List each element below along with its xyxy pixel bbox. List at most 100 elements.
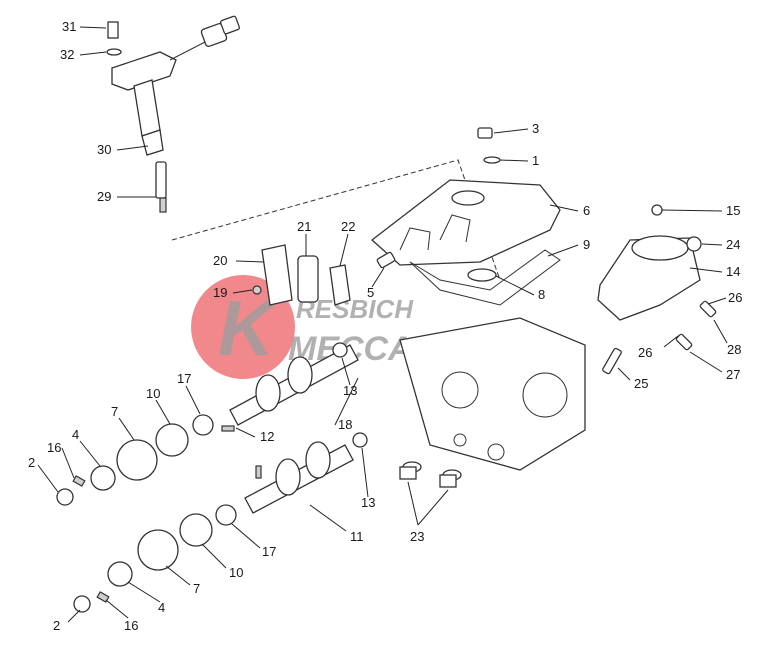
screw-16b <box>96 591 110 603</box>
valve-cover-assembly <box>370 127 561 306</box>
screw-15 <box>651 204 663 216</box>
leader-31 <box>79 26 107 29</box>
callout-3: 3 <box>532 121 539 136</box>
callout-25: 25 <box>634 376 648 391</box>
spark-plug-29 <box>155 161 167 199</box>
leader-19 <box>232 289 253 294</box>
leader-16a <box>61 447 75 479</box>
callout-18: 18 <box>338 417 352 432</box>
gasket-9 <box>409 249 561 306</box>
leader-1 <box>499 159 529 162</box>
intake-manifold-assembly <box>597 204 717 375</box>
callout-2b: 2 <box>53 618 60 633</box>
leader-23a <box>407 481 419 526</box>
leader-26b <box>663 335 679 348</box>
screw-16 <box>72 475 86 487</box>
leader-15 <box>661 209 723 212</box>
upper-camshaft <box>56 342 359 506</box>
leader-4a <box>79 440 101 467</box>
leader-2a <box>37 464 59 493</box>
cam-lobe-3 <box>305 441 331 479</box>
pulley-7b <box>137 529 179 571</box>
leader-7a <box>118 417 135 441</box>
cover-boss <box>451 190 485 206</box>
coil-wire <box>169 41 206 61</box>
nut-2 <box>56 488 74 506</box>
cylinder-head-body <box>399 317 586 471</box>
washer-1 <box>483 156 501 164</box>
callout-labels: 31 32 30 29 3 1 6 9 8 5 21 22 20 19 15 2… <box>28 19 742 633</box>
callout-22: 22 <box>341 219 355 234</box>
screw-19 <box>252 285 262 295</box>
callout-32: 32 <box>60 47 74 62</box>
head-bolt-hole-2 <box>453 433 467 447</box>
coil-connector-plug <box>220 15 240 35</box>
callout-26b: 26 <box>638 345 652 360</box>
callout-7b: 7 <box>193 581 200 596</box>
leader-23b <box>417 489 449 526</box>
leader-12 <box>235 427 256 438</box>
seal-ring-13 <box>332 342 348 358</box>
bearing-17b <box>215 504 237 526</box>
ignition-coil-assembly <box>106 15 240 213</box>
lower-camshaft <box>73 432 368 613</box>
leader-lines <box>37 26 728 623</box>
callout-21: 21 <box>297 219 311 234</box>
leader-5 <box>371 267 385 288</box>
callout-5: 5 <box>367 285 374 300</box>
stud-25 <box>602 347 622 375</box>
leader-7b <box>165 565 191 586</box>
leader-9 <box>547 244 579 257</box>
callout-9: 9 <box>583 237 590 252</box>
leader-4b <box>127 581 161 603</box>
callout-13b: 13 <box>361 495 375 510</box>
bracket-20 <box>261 244 293 306</box>
leader-3 <box>493 128 529 134</box>
callout-7a: 7 <box>111 404 118 419</box>
callout-17a: 17 <box>177 371 191 386</box>
leader-26a <box>707 297 727 305</box>
leader-25 <box>617 367 631 381</box>
leader-18 <box>334 377 359 426</box>
callout-16a: 16 <box>47 440 61 455</box>
gear-10 <box>155 423 189 457</box>
nut-2b <box>73 595 91 613</box>
tappet-1-body <box>399 466 417 480</box>
callout-15: 15 <box>726 203 740 218</box>
bearing-17 <box>192 414 214 436</box>
callout-30: 30 <box>97 142 111 157</box>
callout-1: 1 <box>532 153 539 168</box>
bolt-5 <box>376 251 396 269</box>
cam-lobe-4 <box>275 458 301 496</box>
leader-11 <box>309 504 347 532</box>
leader-2b <box>67 609 81 623</box>
leader-10a <box>155 399 171 425</box>
callout-16b: 16 <box>124 618 138 633</box>
plate-21 <box>297 255 319 303</box>
leader-13b <box>361 447 369 498</box>
bolt-31 <box>107 21 119 39</box>
callout-8: 8 <box>538 287 545 302</box>
callout-17b: 17 <box>262 544 276 559</box>
leader-17b <box>231 523 261 549</box>
coil-body <box>133 79 161 137</box>
callout-28: 28 <box>727 342 741 357</box>
callout-31: 31 <box>62 19 76 34</box>
guide-line-spark-plug <box>171 159 501 281</box>
leader-10b <box>201 543 227 569</box>
cam-lobe-1 <box>287 356 313 394</box>
leader-8 <box>495 275 535 296</box>
spark-plug-tip <box>159 197 167 213</box>
callout-10a: 10 <box>146 386 160 401</box>
key-12b <box>255 465 262 479</box>
coil-head <box>111 51 177 91</box>
leader-6 <box>549 204 579 212</box>
washer-32 <box>106 48 122 56</box>
tappets-23 <box>399 461 462 488</box>
valve-cover-rib <box>399 227 431 251</box>
callout-12: 12 <box>260 429 274 444</box>
leader-28 <box>713 319 728 344</box>
nut-24 <box>686 236 702 252</box>
screw-3 <box>477 127 493 139</box>
